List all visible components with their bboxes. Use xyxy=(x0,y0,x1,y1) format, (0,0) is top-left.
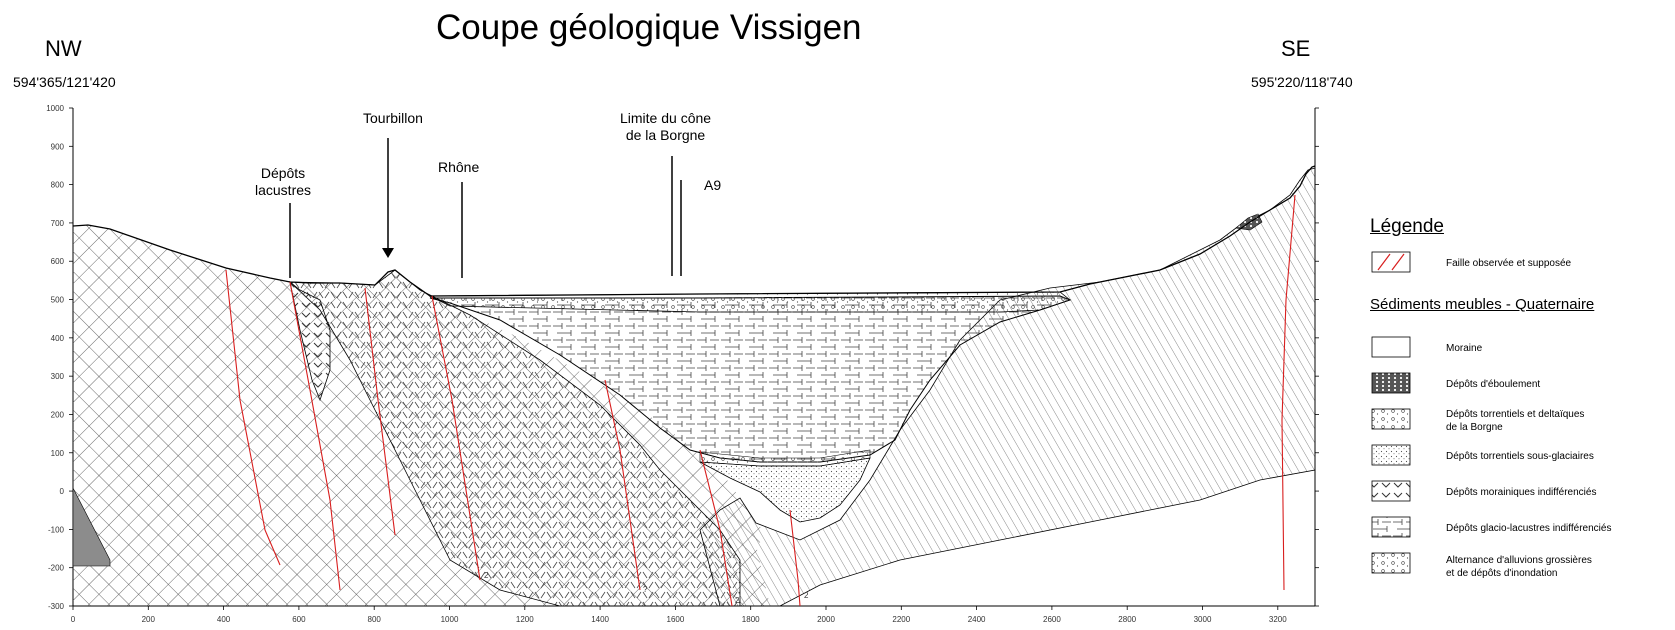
legend-swatch-glacio xyxy=(1371,516,1411,538)
legend-label: Alternance d'alluvions grossières et de … xyxy=(1446,555,1592,579)
x-tick-label: 3200 xyxy=(1269,615,1287,624)
x-tick-label: 1600 xyxy=(667,615,685,624)
x-tick-label: 1800 xyxy=(742,615,760,624)
y-tick-label: 200 xyxy=(51,410,65,419)
legend-swatch-sous-glaciaires xyxy=(1371,444,1411,466)
fault-line xyxy=(604,379,641,591)
y-tick-label: 500 xyxy=(51,296,65,305)
y-tick-label: 1000 xyxy=(46,104,64,113)
x-ticks: 0 200 400 600 800 1000 1200 1400 1600 1800 2000 220… xyxy=(71,606,1287,624)
x-tick-label: 2000 xyxy=(817,615,835,624)
y-tick-label: 900 xyxy=(51,142,65,151)
page-title: Coupe géologique Vissigen xyxy=(436,8,862,47)
legend-label-fault: Faille observée et supposée xyxy=(1446,258,1572,269)
fault-line xyxy=(225,269,281,566)
fault-line xyxy=(364,287,396,536)
x-tick-label: 3000 xyxy=(1194,615,1212,624)
legend-title: Légende xyxy=(1370,216,1444,237)
legend-swatch-torrentiels xyxy=(1371,408,1411,430)
faults xyxy=(225,194,1296,607)
legend-swatches xyxy=(1371,251,1411,574)
x-tick-label: 200 xyxy=(142,615,156,624)
unit-lacustrine-fill xyxy=(289,280,331,402)
fault-line xyxy=(289,281,341,591)
legend-label: Dépôts torrentiels et deltaïques de la B… xyxy=(1446,409,1585,433)
annotation-pointers xyxy=(289,138,682,278)
label-limite-cone: Limite du cône de la Borgne xyxy=(620,110,712,143)
x-tick-label: 1200 xyxy=(516,615,534,624)
fault-mark: ? xyxy=(643,585,648,594)
y-tick-label: 400 xyxy=(51,334,65,343)
legend-label: Dépôts glacio-lacustres indifférenciés xyxy=(1446,523,1612,534)
label-rhone: Rhône xyxy=(438,159,480,175)
fault-mark: 2 xyxy=(484,571,489,580)
x-tick-label: 2200 xyxy=(892,615,910,624)
label-depots-lacustres: Dépôts lacustres xyxy=(255,165,312,198)
legend-label: Dépôts morainiques indifférenciés xyxy=(1446,487,1597,498)
arrowhead-tourbillon xyxy=(382,248,394,258)
y-tick-label: 300 xyxy=(51,372,65,381)
legend-swatch-fault xyxy=(1371,251,1411,273)
direction-nw: NW xyxy=(45,36,82,61)
fault-mark: 2 xyxy=(735,596,740,605)
y-tick-label: 700 xyxy=(51,219,65,228)
fault-swatch-lines xyxy=(1377,253,1405,271)
fault-line xyxy=(699,449,733,607)
legend-swatch-moraine xyxy=(1371,336,1411,358)
fault-mark: 2 xyxy=(804,591,809,600)
legend-swatch-morainiques xyxy=(1371,480,1411,502)
x-tick-label: 2400 xyxy=(968,615,986,624)
label-tourbillon: Tourbillon xyxy=(363,110,423,126)
direction-se: SE xyxy=(1281,36,1311,61)
x-tick-label: 0 xyxy=(71,615,76,624)
terrain-surface xyxy=(72,165,1316,297)
legend-subtitle: Sédiments meubles - Quaternaire xyxy=(1370,296,1595,313)
y-tick-label: -100 xyxy=(48,525,65,534)
y-tick-label: 100 xyxy=(51,449,65,458)
x-tick-label: 400 xyxy=(217,615,231,624)
coordinate-left: 594'365/121'420 xyxy=(13,74,116,90)
x-tick-label: 2600 xyxy=(1043,615,1061,624)
x-tick-label: 600 xyxy=(292,615,306,624)
legend-swatch-eboulement xyxy=(1371,372,1411,394)
y-tick-label: -300 xyxy=(48,602,65,611)
label-a9: A9 xyxy=(704,177,722,193)
unit-moraine-lens xyxy=(699,449,871,467)
y-tick-label: 800 xyxy=(51,181,65,190)
fault-line xyxy=(431,295,481,581)
legend-label: Dépôts torrentiels sous-glaciaires xyxy=(1446,451,1594,462)
y-tick-label: 600 xyxy=(51,257,65,266)
y-tick-label: -200 xyxy=(48,564,65,573)
legend-label: Moraine xyxy=(1446,343,1483,354)
legend-label: Dépôts d'éboulement xyxy=(1446,379,1541,390)
unit-bedrock-dark xyxy=(72,487,111,567)
x-tick-label: 2800 xyxy=(1118,615,1136,624)
x-tick-label: 800 xyxy=(368,615,382,624)
fault-line xyxy=(789,509,801,607)
legend-swatch-alluvions xyxy=(1371,552,1411,574)
y-ticks: 10009008007006005004003002001000-100-200… xyxy=(46,104,1319,611)
y-tick-label: 0 xyxy=(60,487,65,496)
coordinate-right: 595'220/118'740 xyxy=(1251,74,1353,90)
x-tick-label: 1400 xyxy=(591,615,609,624)
fault-line xyxy=(1281,194,1296,591)
x-tick-label: 1000 xyxy=(441,615,459,624)
